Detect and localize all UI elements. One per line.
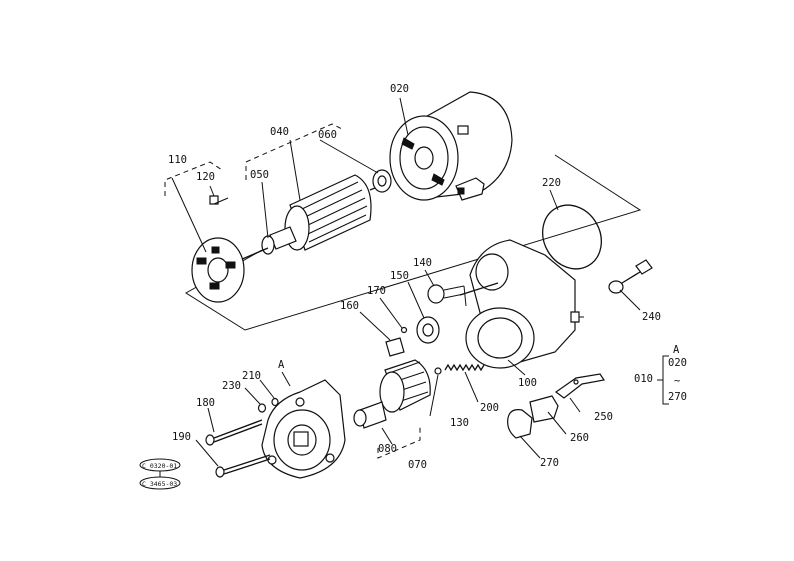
- group-bracket-040: [245, 123, 345, 180]
- label-250: 250: [594, 411, 613, 423]
- washer-part: [257, 403, 267, 413]
- armature-part: [239, 174, 391, 261]
- through-bolt-short: [205, 419, 263, 446]
- label-010: 010: [634, 373, 653, 385]
- ball-part: [434, 367, 442, 375]
- label-200: 200: [480, 402, 499, 414]
- label-260: 260: [570, 432, 589, 444]
- label-020: 020: [390, 83, 409, 95]
- label-230: 230: [222, 380, 241, 392]
- insulator-part: [529, 395, 559, 423]
- label-a-right: A: [673, 344, 680, 356]
- nut-part: [271, 397, 279, 407]
- label-a-left: A: [278, 359, 285, 371]
- label-110: 110: [168, 154, 187, 166]
- reduction-gear-part: [416, 316, 440, 344]
- range-bracket: [657, 355, 669, 405]
- label-120: 120: [196, 171, 215, 183]
- label-180: 180: [196, 397, 215, 409]
- label-070: 070: [408, 459, 427, 471]
- through-bolt-long: [215, 454, 271, 478]
- boot-part: [507, 409, 533, 439]
- label-130: 130: [450, 417, 469, 429]
- gear-holder-part: [385, 337, 405, 357]
- serial-top: C 0320-01: [142, 462, 177, 470]
- front-bracket-part: [261, 379, 346, 479]
- label-170: 170: [367, 285, 386, 297]
- housing-part: [459, 239, 584, 369]
- label-240: 240: [642, 311, 661, 323]
- pinion-gear-part: [427, 284, 467, 307]
- label-range-top: 020: [668, 357, 687, 369]
- serial-markers: [139, 458, 181, 490]
- spring-part: [444, 363, 485, 372]
- label-160: 160: [340, 300, 359, 312]
- label-190: 190: [172, 431, 191, 443]
- label-140: 140: [413, 257, 432, 269]
- terminal-plate-part: [554, 373, 606, 399]
- label-220: 220: [542, 177, 561, 189]
- label-range-bottom: 270: [668, 391, 687, 403]
- label-080: 080: [378, 443, 397, 455]
- label-060: 060: [318, 129, 337, 141]
- label-040: 040: [270, 126, 289, 138]
- leader-lines: [171, 97, 641, 467]
- overrunning-clutch-part: [353, 359, 431, 429]
- label-100: 100: [518, 377, 537, 389]
- yoke-part: [389, 91, 513, 201]
- group-bracket-070: [377, 426, 421, 459]
- bearing-part: [372, 169, 392, 193]
- serial-bottom: C 3465-03: [142, 480, 177, 488]
- group-bracket-110: [164, 161, 223, 196]
- brush-holder-part: [191, 195, 245, 303]
- label-150: 150: [390, 270, 409, 282]
- label-210: 210: [242, 370, 261, 382]
- label-050: 050: [250, 169, 269, 181]
- label-range-tilde: ~: [674, 375, 680, 387]
- o-ring-part: [542, 204, 602, 270]
- label-270: 270: [540, 457, 559, 469]
- lever-part: [608, 259, 653, 294]
- steel-ball-part: [400, 326, 408, 334]
